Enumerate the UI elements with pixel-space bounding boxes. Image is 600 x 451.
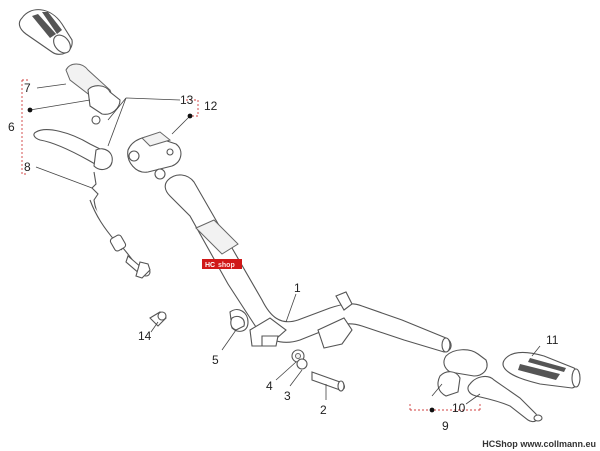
bracket-6 [21, 79, 28, 175]
bracket-9 [409, 404, 481, 411]
right-brake-lever [467, 375, 543, 423]
grip-tube [65, 63, 121, 125]
callout-2: 2 [320, 403, 327, 417]
callout-14: 14 [138, 329, 152, 343]
watermark-hc: HC [205, 262, 215, 269]
left-brake-lever [33, 129, 113, 171]
callout-4: 4 [266, 379, 273, 393]
dot-7 [27, 107, 33, 113]
footer-site: www.collmann.eu [520, 439, 596, 449]
callout-8: 8 [24, 160, 31, 174]
hcshop-watermark: HC shop [202, 259, 242, 269]
watermark-shop: shop [218, 262, 235, 269]
callout-12: 12 [204, 99, 218, 113]
callout-1: 1 [294, 281, 301, 295]
left-grip [18, 9, 73, 55]
master-cylinder [127, 131, 182, 180]
callout-10: 10 [452, 401, 466, 415]
callout-3: 3 [284, 389, 291, 403]
bolt-14 [149, 311, 167, 327]
brake-hose [89, 171, 151, 279]
callout-7: 7 [24, 81, 31, 95]
callout-6: 6 [8, 120, 15, 134]
group-brackets [21, 79, 481, 411]
leader-lines [29, 83, 541, 405]
callout-5: 5 [212, 353, 219, 367]
bracket-dots [27, 107, 435, 413]
dot-9 [429, 407, 435, 413]
footer-credit: HCShop www.collmann.eu [482, 439, 596, 449]
callout-13: 13 [180, 93, 194, 107]
fasteners [230, 315, 346, 392]
dot-13 [187, 113, 193, 119]
right-grip [502, 351, 581, 389]
callout-9: 9 [442, 419, 449, 433]
callout-labels: 1 2 3 4 5 6 7 8 9 10 11 12 13 14 [8, 81, 559, 433]
throttle-housing [437, 349, 488, 397]
footer-shop: HCShop [482, 439, 518, 449]
callout-11: 11 [546, 333, 559, 347]
